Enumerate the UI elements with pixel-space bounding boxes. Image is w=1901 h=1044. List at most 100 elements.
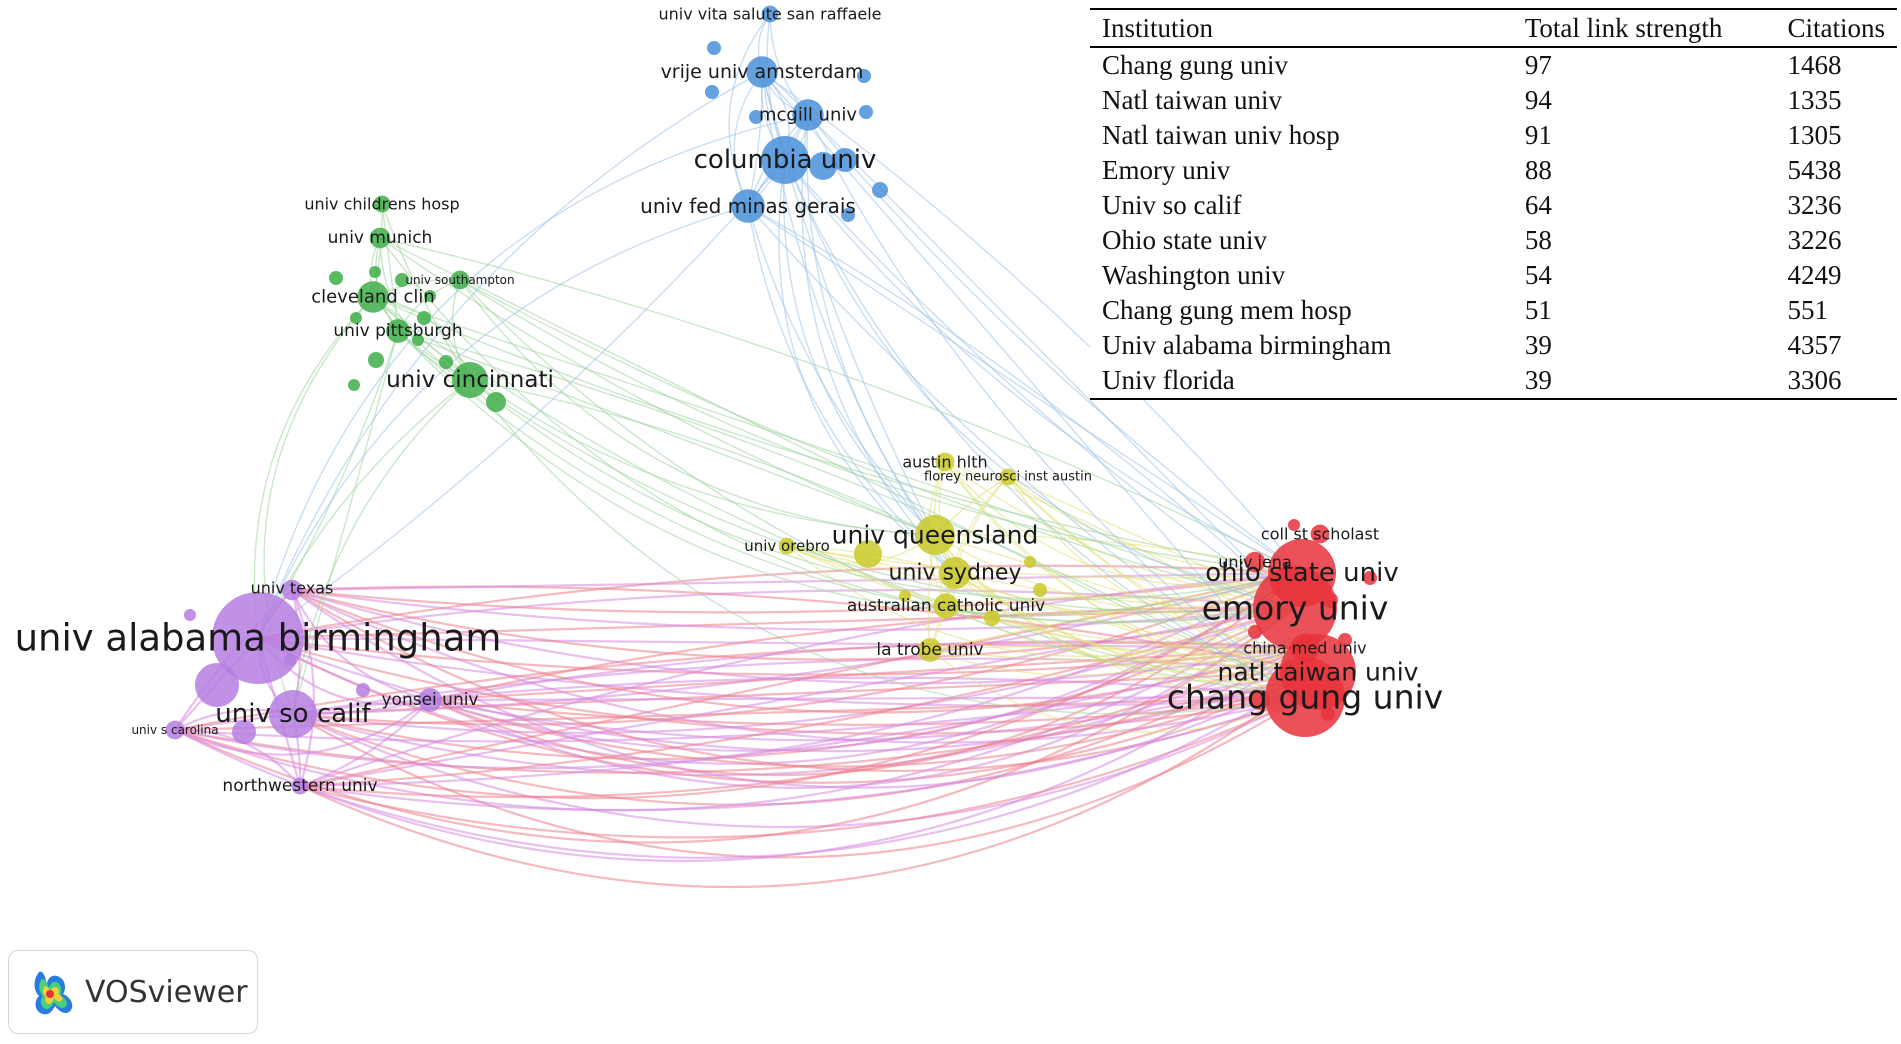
node-label-sydney: univ sydney (889, 561, 1022, 586)
network-node-minor (833, 148, 857, 172)
cell-link-strength: 54 (1524, 260, 1552, 290)
cell-institution: Univ alabama birmingham (1102, 330, 1392, 360)
network-node-jena[interactable] (1244, 551, 1266, 573)
node-label-changgung: chang gung univ (1167, 678, 1443, 717)
link-northwestern-ohio (299, 571, 1303, 788)
node-label-collst: coll st scholast (1261, 525, 1379, 544)
link-vita-minas (728, 13, 771, 207)
cell-link-strength: 51 (1524, 295, 1552, 325)
network-node-minor (395, 273, 409, 287)
link-pittsburgh-emory (397, 330, 1296, 623)
network-node-uab[interactable] (212, 592, 304, 684)
network-node-minas[interactable] (731, 189, 765, 223)
link-northwestern-natltw (299, 671, 1319, 859)
network-node-uscar[interactable] (165, 720, 185, 740)
network-node-utexas[interactable] (281, 579, 303, 601)
network-node-minor (417, 311, 431, 325)
network-node-minor (232, 720, 256, 744)
node-label-jena: univ jena (1218, 553, 1292, 572)
network-node-changgung[interactable] (1265, 657, 1345, 737)
cell-citations: 5438 (1787, 155, 1842, 185)
network-node-minor (329, 271, 343, 285)
network-node-chinamed[interactable] (1290, 633, 1320, 663)
network-node-orebro[interactable] (778, 537, 796, 555)
network-node-minor (984, 610, 1000, 626)
link-munich-changgung (379, 237, 1306, 698)
cell-link-strength: 64 (1524, 190, 1552, 220)
link-mcgill-ohio (807, 114, 1303, 574)
table-row: Univ alabama birmingham 39 4357 (1090, 328, 1897, 363)
network-node-sydney[interactable] (939, 557, 971, 589)
institution-table: Institution Total link strength Citation… (1090, 8, 1897, 400)
cell-link-strength: 94 (1524, 85, 1552, 115)
cell-citations: 4249 (1787, 260, 1842, 290)
link-northwestern-chinamed (299, 646, 1306, 788)
link-vrije-minas (733, 71, 763, 207)
network-node-florey[interactable] (999, 468, 1017, 486)
network-node-minor (1033, 583, 1047, 597)
network-node-childrens[interactable] (373, 195, 391, 213)
link-yonsei-natltw (429, 670, 1319, 742)
cell-link-strength: 39 (1512, 363, 1776, 400)
vosviewer-heatmap-icon (34, 971, 73, 1015)
network-node-minor (424, 290, 436, 302)
link-cincinnati-changgung (469, 379, 1306, 715)
link-vrije-ohio (761, 71, 1303, 574)
node-label-queensland: univ queensland (832, 521, 1039, 550)
link-uab-chinamed (257, 636, 1306, 650)
network-node-usc[interactable] (269, 690, 317, 738)
network-node-ohio[interactable] (1268, 539, 1336, 607)
cell-citations: 1305 (1787, 120, 1842, 150)
cell-citations: 4357 (1787, 330, 1842, 360)
link-cincinnati-usc (292, 379, 471, 715)
node-label-northwestern: northwestern univ (222, 776, 377, 796)
link-minas-queensland (747, 205, 936, 536)
network-node-queensland[interactable] (915, 515, 955, 555)
link-pittsburgh-queensland (397, 330, 936, 536)
vosviewer-logo: VOSviewer (8, 950, 258, 1034)
network-node-vita[interactable] (761, 5, 779, 23)
network-node-minor (809, 152, 837, 180)
cell-citations: 1468 (1787, 50, 1842, 80)
network-node-minor (439, 355, 453, 369)
link-utexas-changgung (291, 589, 1306, 744)
network-node-collst[interactable] (1310, 524, 1330, 544)
network-node-cincinnati[interactable] (452, 362, 488, 398)
network-node-vrije[interactable] (746, 56, 778, 88)
network-node-columbia[interactable] (761, 136, 809, 184)
network-node-southampton[interactable] (450, 270, 470, 290)
network-node-minor (1288, 519, 1300, 531)
node-label-natltw: natl taiwan univ (1218, 658, 1419, 687)
link-vrije-emory (761, 71, 1296, 609)
node-label-vita: univ vita salute san raffaele (659, 5, 882, 24)
network-node-latrobe[interactable] (918, 638, 942, 662)
network-node-mcgill[interactable] (792, 99, 824, 131)
cell-institution: Chang gung mem hosp (1102, 295, 1352, 325)
cell-link-strength: 39 (1524, 330, 1552, 360)
network-node-minor (841, 208, 855, 222)
network-node-austin[interactable] (935, 452, 955, 472)
network-node-minor (184, 609, 196, 621)
cell-citations: 3236 (1787, 190, 1842, 220)
network-node-minor (486, 392, 506, 412)
link-minas-emory (747, 205, 1296, 609)
link-northwestern-chinamed (299, 646, 1306, 799)
network-node-minor (749, 110, 763, 124)
node-label-acu: australian catholic univ (847, 596, 1045, 616)
node-label-yonsei: yonsei univ (381, 690, 478, 710)
network-node-minor (872, 182, 888, 198)
node-label-southampton: univ southampton (405, 273, 514, 287)
cell-institution: Natl taiwan univ hosp (1102, 120, 1340, 150)
node-label-orebro: univ orebro (744, 537, 830, 555)
network-node-minor (350, 312, 362, 324)
network-node-northwestern[interactable] (291, 777, 309, 795)
network-node-munich[interactable] (369, 227, 391, 249)
network-node-cleveland[interactable] (357, 281, 389, 313)
network-node-yonsei[interactable] (418, 688, 442, 712)
network-node-pittsburgh[interactable] (386, 319, 410, 343)
network-node-acu[interactable] (933, 593, 959, 619)
